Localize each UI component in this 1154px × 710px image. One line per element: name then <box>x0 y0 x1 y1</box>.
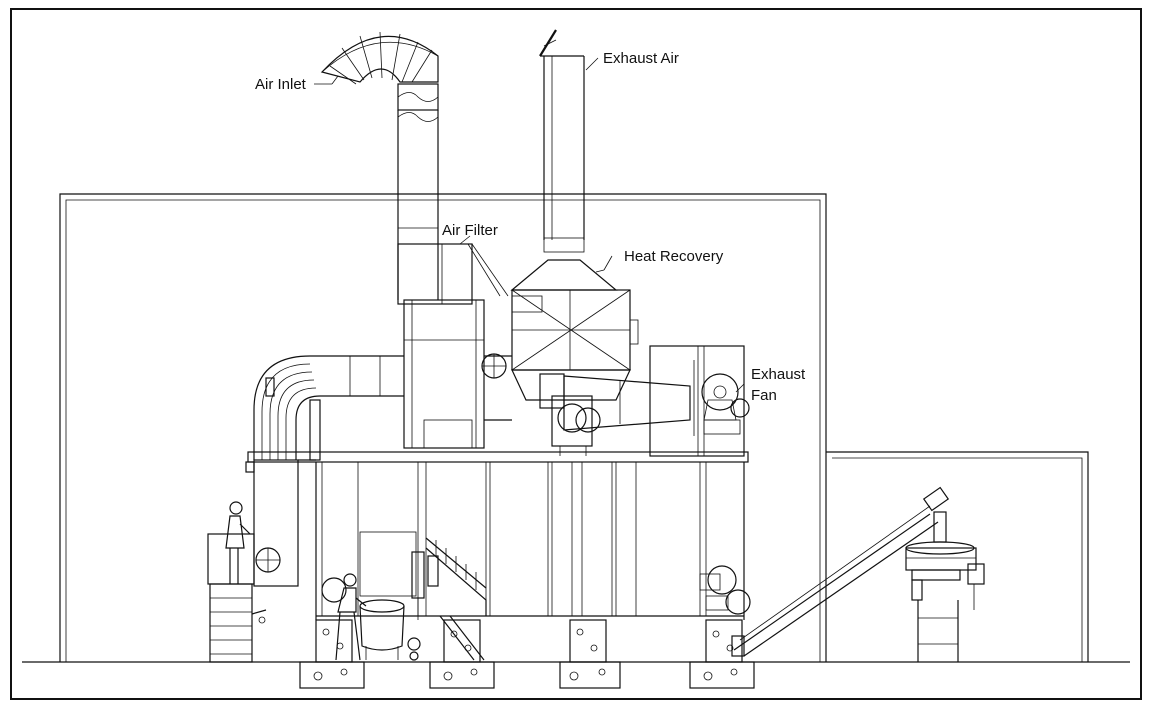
label-heat-recovery: Heat Recovery <box>624 248 724 265</box>
tank-and-pump <box>359 551 439 661</box>
worker-figure-center <box>335 573 367 661</box>
left-unit <box>207 459 316 663</box>
inclined-conveyor <box>731 486 950 657</box>
building-main <box>59 193 827 662</box>
exhaust-duct <box>539 373 691 456</box>
dryer-body <box>247 451 751 620</box>
sifter-unit <box>905 511 985 662</box>
building-annex <box>826 451 1089 662</box>
air-inlet-hood <box>320 31 439 122</box>
label-exhaust-fan-line2: Fan <box>751 387 777 404</box>
worker-figure-left <box>225 501 251 584</box>
heat-recovery-unit <box>510 237 639 401</box>
exhaust-stack <box>539 29 585 240</box>
exhaust-fan-unit <box>649 345 750 457</box>
label-exhaust-air: Exhaust Air <box>603 50 679 67</box>
stairs <box>425 537 487 661</box>
air-filter-unit <box>397 243 509 449</box>
label-air-inlet: Air Inlet <box>255 76 307 93</box>
inlet-duct <box>397 110 439 300</box>
footings <box>299 619 755 689</box>
label-air-filter: Air Filter <box>442 222 498 239</box>
diagram-frame <box>10 8 1142 700</box>
supply-duct <box>253 353 512 461</box>
label-exhaust-fan-line1: Exhaust <box>751 366 806 383</box>
leader-lines <box>314 57 745 393</box>
